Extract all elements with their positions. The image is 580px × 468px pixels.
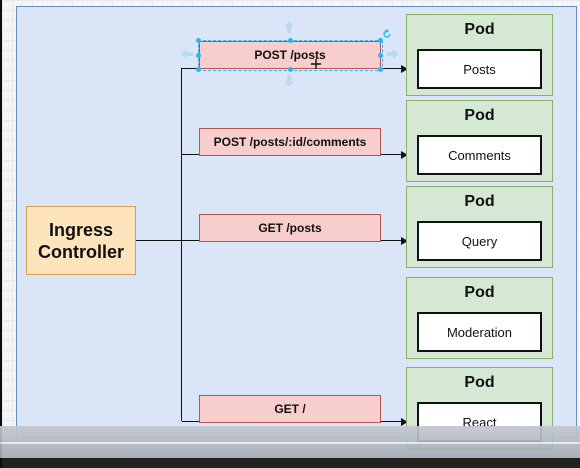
route-label: POST /posts/:id/comments [213,135,367,149]
pod-query[interactable]: Pod Query [406,186,553,268]
pod-title: Pod [464,193,495,210]
arrow-line-react [380,421,402,422]
branch-line-react [182,421,202,422]
resize-handle[interactable] [288,67,293,72]
arrowhead-comments [401,151,408,159]
resize-handle[interactable] [378,67,383,72]
pod-title: Pod [464,21,495,38]
route-post-comments[interactable]: POST /posts/:id/comments [199,128,381,156]
ingress-controller-box[interactable]: Ingress Controller [26,206,136,275]
ingress-label-line1: Ingress [48,219,113,240]
pod-posts[interactable]: Pod Posts [406,14,553,96]
pod-title: Pod [464,374,495,391]
pod-title: Pod [464,107,495,124]
route-get-posts[interactable]: GET /posts [199,214,381,242]
progress-track[interactable] [0,442,580,444]
arrow-line-query [380,240,402,241]
service-box[interactable]: Posts [417,49,542,89]
arrowhead-react [401,418,408,426]
move-arrow-up-icon[interactable] [283,20,295,34]
service-box[interactable]: Query [417,221,542,261]
resize-handle[interactable] [196,67,201,72]
ingress-connector [136,240,182,241]
resize-handle[interactable] [378,38,383,43]
resize-handle[interactable] [196,38,201,43]
branch-line-posts [182,68,202,69]
pod-title: Pod [464,284,495,301]
ingress-label-line2: Controller [37,241,124,262]
arrowhead-posts [401,65,408,73]
route-get-root[interactable]: GET / [199,395,381,423]
pod-moderation[interactable]: Pod Moderation [406,277,553,359]
service-box[interactable]: Comments [417,135,542,175]
trunk-line [181,68,182,421]
pod-comments[interactable]: Pod Comments [406,100,553,182]
route-label: GET /posts [258,221,322,235]
route-label: POST /posts [254,48,326,62]
arrow-line-posts [380,68,402,69]
video-control-bar[interactable] [0,426,580,468]
resize-handle[interactable] [378,53,383,58]
move-arrow-right-icon[interactable] [386,48,400,60]
branch-line-query [182,240,202,241]
service-box[interactable]: Moderation [417,312,542,352]
rotate-icon[interactable] [382,29,392,39]
move-arrow-down-icon[interactable] [283,74,295,88]
resize-handle[interactable] [196,53,201,58]
bottom-strip [0,458,580,468]
arrow-line-comments [380,154,402,155]
move-cursor-icon [311,59,321,69]
branch-line-comments [182,154,202,155]
arrowhead-query [401,237,408,245]
route-label: GET / [274,402,306,416]
move-arrow-left-icon[interactable] [180,48,194,60]
resize-handle[interactable] [288,38,293,43]
